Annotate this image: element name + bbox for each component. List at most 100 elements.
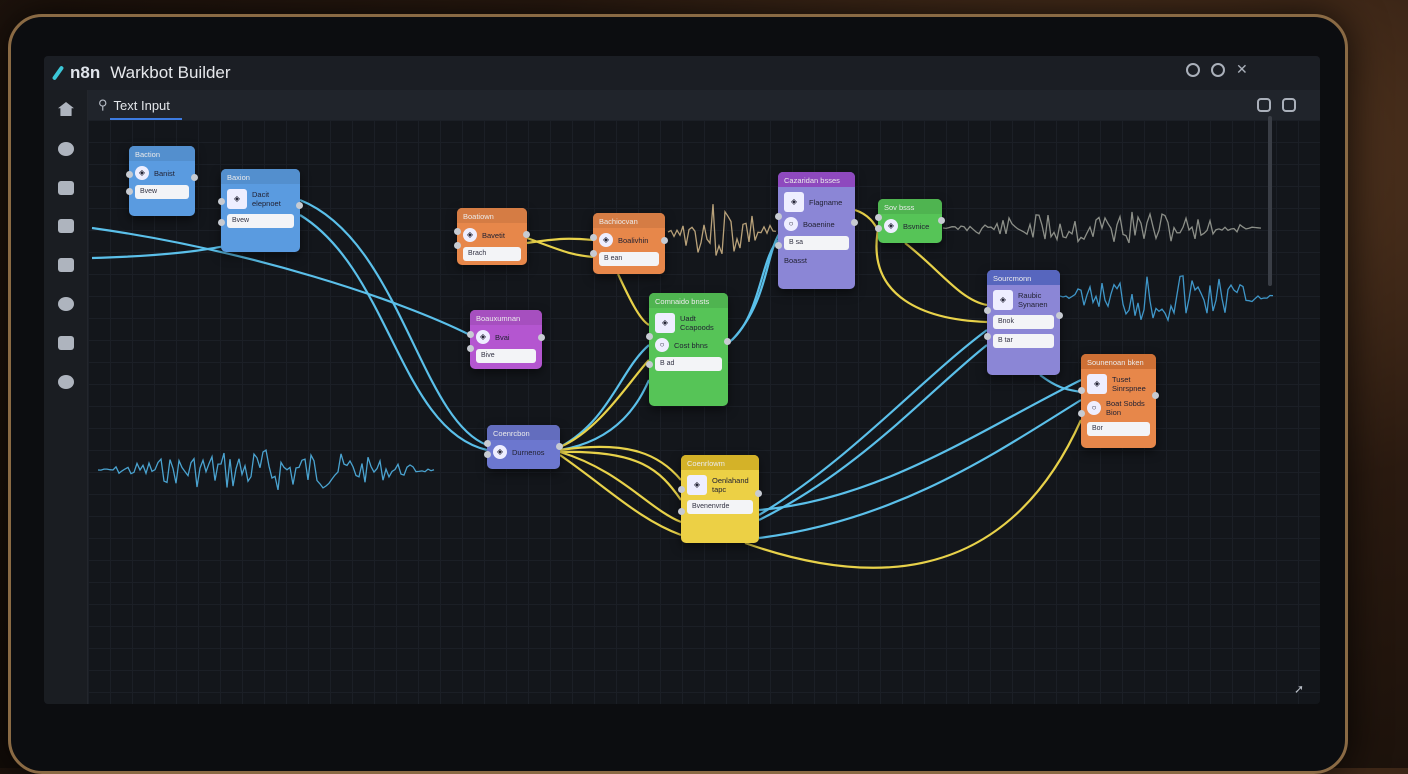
node-icon: ◈ <box>1087 374 1107 394</box>
node-port[interactable] <box>775 242 782 250</box>
node-field[interactable]: Bnok <box>993 315 1054 329</box>
node-port[interactable] <box>467 330 474 338</box>
node-field[interactable]: B ad <box>655 357 722 371</box>
database-icon[interactable] <box>58 181 74 195</box>
node-port[interactable] <box>538 333 545 341</box>
node-header: Bachiocvan <box>593 213 665 228</box>
node-port[interactable] <box>218 198 225 206</box>
node-port[interactable] <box>938 216 945 224</box>
node-field[interactable]: Bive <box>476 349 536 363</box>
node-port[interactable] <box>1152 391 1159 399</box>
node-port[interactable] <box>191 174 198 181</box>
node-label: Boalivhin <box>618 235 649 245</box>
node-port[interactable] <box>724 338 731 346</box>
node-header: Coenrcbon <box>487 425 560 440</box>
node-port[interactable] <box>454 242 461 250</box>
search-icon[interactable] <box>1186 63 1200 77</box>
node-icon: ○ <box>655 338 669 352</box>
node-field[interactable]: B ean <box>599 252 659 266</box>
node-field[interactable]: B tar <box>993 334 1054 348</box>
refresh-icon[interactable] <box>1211 63 1225 77</box>
node-port[interactable] <box>775 212 782 220</box>
chat-icon[interactable] <box>58 219 74 233</box>
node-port[interactable] <box>984 333 991 340</box>
node-field[interactable]: Brach <box>463 247 521 261</box>
user-icon[interactable] <box>58 375 74 389</box>
tab-text-input[interactable]: Text Input <box>108 90 183 120</box>
settings-icon[interactable] <box>58 142 74 156</box>
node-port[interactable] <box>875 225 882 233</box>
node-header: Baction <box>129 146 195 161</box>
node-port[interactable] <box>646 360 653 368</box>
workflow-node[interactable]: Sounenoan bken◈Tuset Sinrspnee○Boat Sobd… <box>1078 354 1159 448</box>
node-header: Sov bsss <box>878 199 942 214</box>
scrollbar[interactable] <box>1268 116 1272 286</box>
node-port[interactable] <box>678 507 685 515</box>
node-sublabel: Cost bhns <box>674 340 708 350</box>
workflow-node[interactable]: Sov bsss◈Bsvnice <box>875 199 945 243</box>
zoom-fit-icon[interactable]: ➚ <box>1294 682 1305 696</box>
copy-icon[interactable] <box>1257 98 1271 112</box>
node-port[interactable] <box>1078 410 1085 418</box>
node-port[interactable] <box>590 234 597 242</box>
node-icon: ◈ <box>476 330 490 344</box>
node-icon: ◈ <box>463 228 477 242</box>
node-port[interactable] <box>484 451 491 459</box>
node-port[interactable] <box>467 345 474 353</box>
node-field[interactable]: Bvew <box>227 214 294 228</box>
node-label: Tuset Sinrspnee <box>1112 375 1146 393</box>
node-port[interactable] <box>296 202 303 210</box>
node-icon: ◈ <box>784 192 804 212</box>
node-port[interactable] <box>678 485 685 493</box>
title-bar: n8n Warkbot Builder <box>44 56 1320 90</box>
node-port[interactable] <box>218 218 225 226</box>
node-field[interactable]: Bor <box>1087 422 1150 436</box>
node-port[interactable] <box>646 332 653 340</box>
node-header: Cazaridan bsses <box>778 172 855 187</box>
grid-icon[interactable] <box>58 336 74 350</box>
node-header: Comnaido bnsts <box>649 293 728 308</box>
node-port[interactable] <box>590 249 597 257</box>
users-icon[interactable] <box>58 258 74 272</box>
node-label: Bsvnice <box>903 221 930 231</box>
node-port[interactable] <box>984 306 991 314</box>
toolbar-icons <box>1257 98 1296 112</box>
node-field[interactable]: Bvenenvrde <box>687 500 753 514</box>
node-port[interactable] <box>661 237 668 245</box>
check-icon[interactable] <box>58 297 74 311</box>
tab-bar: ⚲ Text Input <box>88 90 1320 120</box>
node-port[interactable] <box>755 490 762 498</box>
node-port[interactable] <box>523 230 530 238</box>
node-label: Dacit elepnoet <box>252 190 281 208</box>
node-icon: ◈ <box>135 166 149 180</box>
node-port[interactable] <box>556 442 563 450</box>
brand-name: n8n <box>70 63 101 82</box>
node-port[interactable] <box>875 214 882 222</box>
node-label: Flagname <box>809 197 843 207</box>
node-port[interactable] <box>126 170 133 178</box>
node-label: Oenlahand tapc <box>712 476 749 494</box>
node-port[interactable] <box>1056 312 1063 319</box>
save-icon[interactable] <box>1282 98 1296 112</box>
home-icon[interactable] <box>58 102 74 116</box>
node-port[interactable] <box>484 440 491 448</box>
close-icon[interactable]: ✕ <box>1236 61 1248 77</box>
node-field[interactable]: B sa <box>784 236 849 250</box>
node-port[interactable] <box>126 188 133 195</box>
node-port[interactable] <box>851 218 858 226</box>
workflow-node[interactable]: Coenrcbon◈Durnenos <box>484 425 563 469</box>
node-label: Bvai <box>495 332 510 342</box>
node-field[interactable]: Bvew <box>135 185 189 199</box>
node-port[interactable] <box>1078 386 1085 394</box>
node-header: Coenrlowm <box>681 455 759 470</box>
node-port[interactable] <box>454 227 461 235</box>
